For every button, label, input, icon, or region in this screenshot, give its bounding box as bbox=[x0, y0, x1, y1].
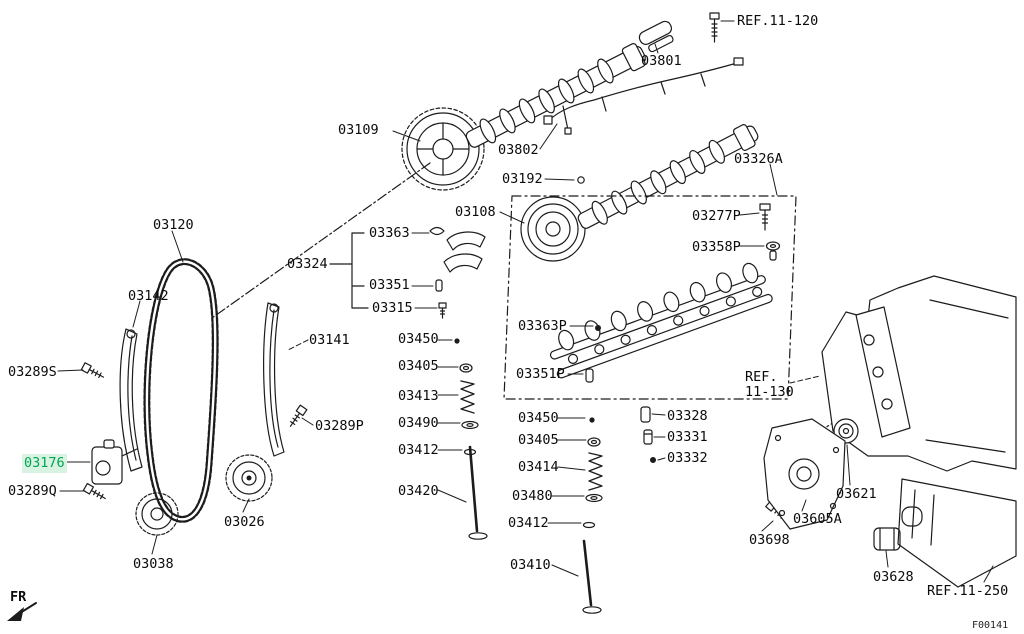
part-label-03480[interactable]: 03480 bbox=[512, 488, 553, 504]
washer-icon-03358p bbox=[765, 241, 781, 261]
part-label-03120[interactable]: 03120 bbox=[153, 217, 194, 233]
part-label-03405-2[interactable]: 03405 bbox=[518, 432, 559, 448]
ref-label-11-120[interactable]: REF.11-120 bbox=[737, 13, 819, 29]
part-label-03038[interactable]: 03038 bbox=[133, 556, 174, 572]
dot-icon-03363p bbox=[595, 325, 601, 331]
chain-guide-03141 bbox=[263, 302, 285, 457]
engine-block-ref-11-130 bbox=[821, 275, 1017, 472]
rocker-shaft-assembly bbox=[549, 262, 773, 379]
part-label-03289q[interactable]: 03289Q bbox=[8, 483, 57, 499]
fr-orientation-label: FR bbox=[10, 589, 27, 605]
rocker-box-03326a bbox=[503, 195, 797, 400]
pin-icon-03351p bbox=[585, 368, 594, 383]
part-label-03414[interactable]: 03414 bbox=[518, 459, 559, 475]
ref-label-11-250[interactable]: REF.11-250 bbox=[927, 583, 1009, 599]
part-label-03331[interactable]: 03331 bbox=[667, 429, 708, 445]
fr-direction-arrow bbox=[7, 602, 37, 621]
part-label-03328[interactable]: 03328 bbox=[667, 408, 708, 424]
part-label-03412-2[interactable]: 03412 bbox=[508, 515, 549, 531]
valve-stack-right bbox=[582, 417, 603, 614]
part-label-03332[interactable]: 03332 bbox=[667, 450, 708, 466]
ref-label-11-130-line2[interactable]: 11-130 bbox=[745, 384, 794, 400]
valve-stack-left bbox=[454, 338, 488, 540]
cam-sprocket-03108 bbox=[520, 196, 586, 262]
bracket-03324 bbox=[329, 232, 369, 309]
crank-sprocket-03038 bbox=[135, 492, 179, 536]
harness-03802 bbox=[543, 57, 744, 135]
part-label-03605a[interactable]: 03605A bbox=[793, 511, 842, 527]
cam-sprocket-03109 bbox=[401, 107, 485, 191]
bolt-icon-03289p bbox=[289, 404, 308, 427]
figure-code: F00141 bbox=[972, 620, 1009, 631]
part-label-03324[interactable]: 03324 bbox=[287, 256, 328, 272]
bolt-icon-03277p bbox=[759, 203, 771, 231]
part-label-03413[interactable]: 03413 bbox=[398, 388, 439, 404]
part-label-03802[interactable]: 03802 bbox=[498, 142, 539, 158]
part-label-03026[interactable]: 03026 bbox=[224, 514, 265, 530]
engine-block-ref-11-250 bbox=[897, 478, 1017, 588]
part-label-03621[interactable]: 03621 bbox=[836, 486, 877, 502]
part-label-03277p[interactable]: 03277P bbox=[692, 208, 741, 224]
part-label-03490[interactable]: 03490 bbox=[398, 415, 439, 431]
part-label-03363[interactable]: 03363 bbox=[369, 225, 410, 241]
part-label-03289p[interactable]: 03289P bbox=[315, 418, 364, 434]
part-label-03192[interactable]: 03192 bbox=[502, 171, 543, 187]
part-label-03628[interactable]: 03628 bbox=[873, 569, 914, 585]
part-label-03326a[interactable]: 03326A bbox=[734, 151, 783, 167]
part-label-03420[interactable]: 03420 bbox=[398, 483, 439, 499]
part-label-03109[interactable]: 03109 bbox=[338, 122, 379, 138]
plug-icon-03192 bbox=[577, 176, 585, 184]
part-label-03412[interactable]: 03412 bbox=[398, 442, 439, 458]
camshaft-cap-03801 bbox=[638, 20, 674, 53]
lash-adjuster-03328 bbox=[640, 406, 651, 423]
part-label-03289s[interactable]: 03289S bbox=[8, 364, 57, 380]
lash-adjuster-03331 bbox=[643, 429, 653, 445]
part-label-03141[interactable]: 03141 bbox=[309, 332, 350, 348]
rocker-parts-cluster bbox=[429, 226, 486, 319]
bolt-icon-03289s bbox=[80, 362, 105, 379]
part-label-03801[interactable]: 03801 bbox=[641, 53, 682, 69]
camshaft-03108 bbox=[577, 124, 759, 229]
part-label-03315[interactable]: 03315 bbox=[372, 300, 413, 316]
chain-guide-03142 bbox=[119, 328, 143, 472]
camshaft-03109 bbox=[465, 43, 646, 148]
part-label-03358p[interactable]: 03358P bbox=[692, 239, 741, 255]
chain-tensioner-03176 bbox=[91, 439, 138, 485]
part-label-03450-2[interactable]: 03450 bbox=[518, 410, 559, 426]
part-label-03351p[interactable]: 03351P bbox=[516, 366, 565, 382]
part-label-03108[interactable]: 03108 bbox=[455, 204, 496, 220]
idler-sprocket-03026 bbox=[225, 454, 273, 502]
dot-icon-03332 bbox=[650, 457, 656, 463]
part-label-03405[interactable]: 03405 bbox=[398, 358, 439, 374]
part-03628 bbox=[873, 506, 923, 551]
bolt-icon-03289q bbox=[82, 482, 106, 500]
part-label-03351[interactable]: 03351 bbox=[369, 277, 410, 293]
timing-chain-03120 bbox=[143, 258, 219, 523]
part-label-03142[interactable]: 03142 bbox=[128, 288, 169, 304]
housing-03605a bbox=[763, 418, 846, 530]
part-label-03698[interactable]: 03698 bbox=[749, 532, 790, 548]
leader-lines bbox=[57, 20, 994, 583]
part-label-03450[interactable]: 03450 bbox=[398, 331, 439, 347]
ref-label-11-130-line1[interactable]: REF. bbox=[745, 369, 778, 385]
bolt-icon-ref-11-120 bbox=[709, 12, 720, 43]
part-label-03176-highlighted[interactable]: 03176 bbox=[24, 455, 65, 471]
part-label-03410[interactable]: 03410 bbox=[510, 557, 551, 573]
part-label-03363p[interactable]: 03363P bbox=[518, 318, 567, 334]
